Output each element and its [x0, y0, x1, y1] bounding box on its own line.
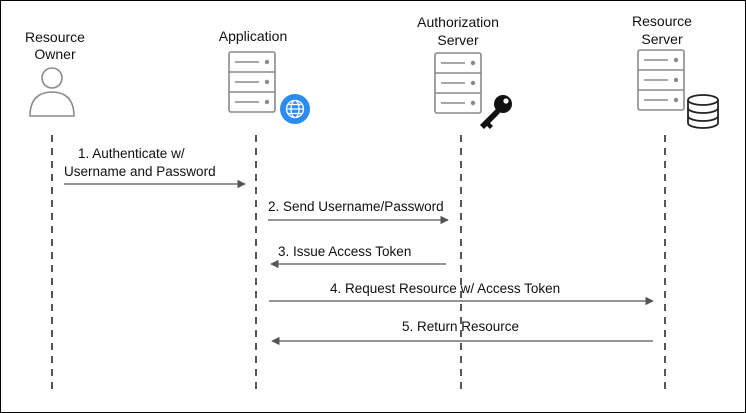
resource-owner-label-line2: Owner	[34, 46, 76, 62]
message-1-label-line2: Username and Password	[64, 164, 216, 179]
application-label: Application	[219, 28, 288, 44]
message-1-label-line1: 1. Authenticate w/	[78, 146, 185, 161]
user-icon	[29, 67, 75, 117]
message-4-label: 4. Request Resource w/ Access Token	[330, 281, 560, 296]
server-key-icon	[434, 52, 512, 129]
server-database-icon	[637, 49, 719, 129]
resource-server-label-line2: Server	[641, 31, 683, 47]
authorization-server-label-line1: Authorization	[417, 14, 499, 30]
authorization-server-label-line2: Server	[437, 32, 479, 48]
message-5-label: 5. Return Resource	[402, 319, 519, 334]
message-3-label: 3. Issue Access Token	[278, 244, 411, 259]
resource-owner-label-line1: Resource	[25, 29, 85, 45]
server-globe-icon	[228, 51, 310, 124]
message-2-label: 2. Send Username/Password	[268, 199, 444, 214]
resource-server-label-line1: Resource	[632, 13, 692, 29]
